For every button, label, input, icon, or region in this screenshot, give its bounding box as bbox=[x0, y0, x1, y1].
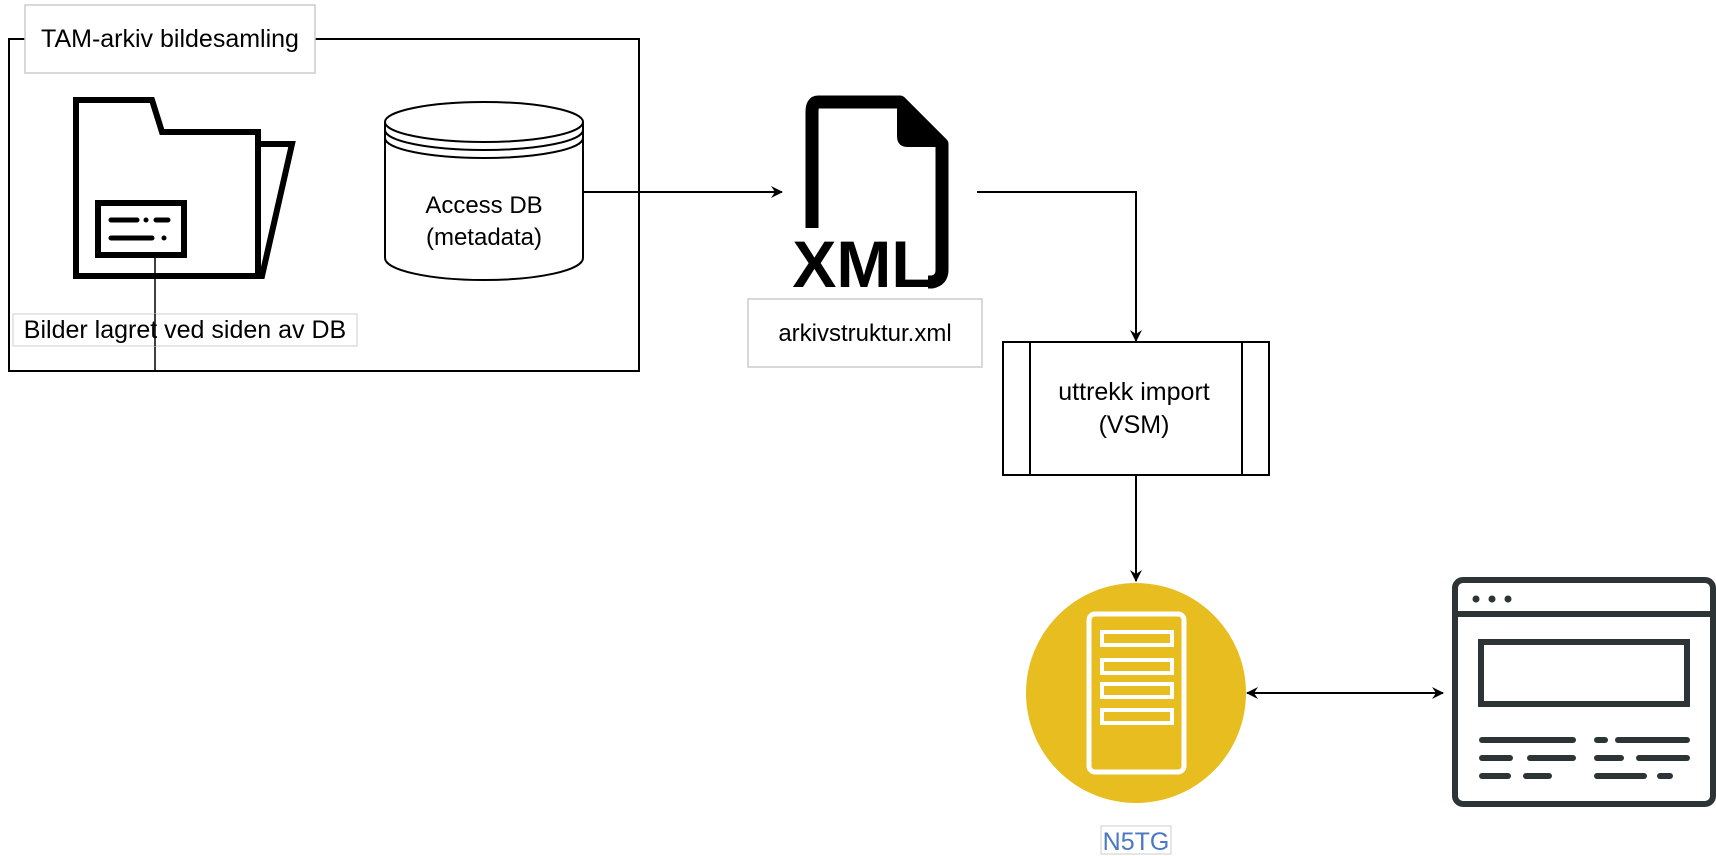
xml-caption-box[interactable]: arkivstruktur.xml bbox=[747, 298, 983, 368]
arrow-xml-to-process[interactable] bbox=[977, 191, 1142, 342]
folder-caption-box[interactable]: Bilder lagret ved siden av DB bbox=[12, 313, 358, 347]
group-title-box[interactable]: TAM-arkiv bildesamling bbox=[24, 4, 316, 74]
database-label-line2: (metadata) bbox=[426, 224, 542, 251]
xml-icon-text: XML bbox=[792, 227, 931, 301]
server-icon[interactable] bbox=[1026, 583, 1246, 803]
xml-caption: arkivstruktur.xml bbox=[778, 320, 951, 347]
browser-icon[interactable] bbox=[1452, 577, 1716, 807]
database-cylinder[interactable] bbox=[384, 101, 584, 281]
server-caption: N5TG bbox=[1103, 828, 1170, 856]
process-box[interactable] bbox=[1002, 341, 1270, 476]
process-label-line1: uttrekk import bbox=[1058, 378, 1209, 406]
database-label-line1: Access DB bbox=[425, 192, 542, 219]
group-title: TAM-arkiv bildesamling bbox=[41, 25, 299, 53]
folder-icon[interactable] bbox=[73, 97, 296, 279]
server-caption-box[interactable]: N5TG bbox=[1100, 825, 1172, 856]
group-container[interactable] bbox=[8, 38, 640, 372]
folder-caption: Bilder lagret ved siden av DB bbox=[24, 316, 346, 344]
xml-file-icon[interactable]: XML bbox=[792, 95, 949, 301]
process-label-line2: (VSM) bbox=[1099, 411, 1170, 439]
